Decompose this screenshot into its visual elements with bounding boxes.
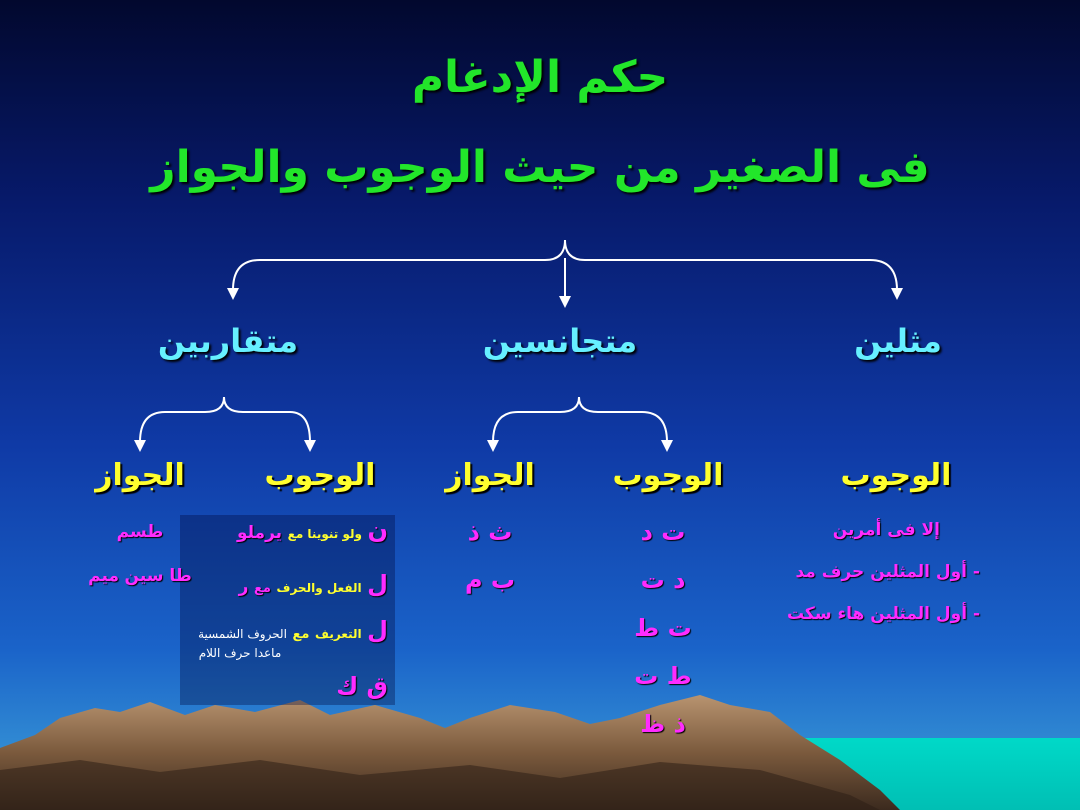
- category-mithlayn: مثلين: [854, 322, 942, 360]
- tajanus-wujub-pair-2: د ت: [640, 566, 686, 594]
- row1-word: يرملو: [236, 523, 283, 543]
- title-line2: فى الصغير من حيث الوجوب والجواز: [150, 142, 930, 193]
- item2-b: ميم: [88, 566, 119, 586]
- taqarub-wujub-heading: الوجوب: [264, 458, 376, 493]
- row3-mid: مع: [292, 627, 310, 642]
- arrow-tajanus-jawaz: [487, 440, 499, 452]
- category-mutajanisayn: متجانسين: [482, 322, 638, 360]
- mithlayn-except: إلا فى أمرين: [832, 520, 940, 540]
- taqarub-wujub-row-2: ل الفعل والحرف مع ر: [200, 570, 388, 598]
- row1-letter: ن: [367, 516, 388, 544]
- note-shade: [180, 515, 395, 705]
- arrow-tajanus-wujub: [661, 440, 673, 452]
- top-bracket: [232, 239, 898, 291]
- tajanus-wujub-heading: الوجوب: [612, 458, 724, 493]
- taqarub-wujub-row-1: ن ولو تنوينا مع يرملو: [200, 516, 388, 544]
- row3-note1: الحروف الشمسية: [198, 627, 287, 641]
- row3-pre: التعريف: [315, 627, 362, 641]
- mithlayn-item-1: - أول المثلين حرف مد: [795, 562, 980, 582]
- arrow-taqarub-jawaz: [134, 440, 146, 452]
- title-line1: حكم الإدغام: [411, 52, 669, 103]
- arrow-taqarub-wujub: [304, 440, 316, 452]
- taqarub-wujub-row-3: ل التعريف مع الحروف الشمسية: [185, 616, 388, 644]
- arrow-mutaqaribayn: [227, 288, 239, 300]
- row2-letter: ل: [367, 570, 388, 598]
- left-bracket: [139, 396, 311, 443]
- taqarub-jawaz-item-2: طا سين ميم: [60, 566, 220, 586]
- row2-mid: مع: [254, 581, 271, 596]
- taqarub-jawaz-item-1: طسم: [116, 522, 164, 542]
- mithlayn-item-2: - أول المثلين هاء سكت: [786, 604, 980, 624]
- row3-letter: ل: [367, 616, 388, 644]
- row2-word: ر: [238, 577, 249, 597]
- taqarub-wujub-row-4: ق ك: [336, 672, 388, 700]
- row3-note2: ماعدا حرف اللام: [198, 646, 282, 660]
- arrow-mutajanisayn: [559, 296, 571, 308]
- arrow-mithlayn: [891, 288, 903, 300]
- middle-bracket: [492, 396, 668, 443]
- category-mutaqaribayn: متقاربين: [157, 322, 299, 360]
- tajanus-wujub-pair-1: ت د: [640, 518, 686, 546]
- row2-pre: الفعل والحرف: [276, 581, 362, 595]
- tajanus-jawaz-pair-2: ب م: [464, 566, 516, 594]
- taqarub-jawaz-heading: الجواز: [95, 458, 185, 493]
- item2-a: طا سين: [124, 566, 192, 586]
- tajanus-wujub-pair-5: ذ ظ: [640, 710, 686, 738]
- mountain-shadow: [0, 760, 880, 810]
- row1-pre: ولو تنوينا مع: [287, 527, 362, 541]
- tajanus-wujub-pair-4: ط ت: [634, 662, 692, 690]
- tajanus-wujub-pair-3: ت ط: [634, 614, 692, 642]
- tajanus-jawaz-pair-1: ث ذ: [467, 518, 513, 546]
- tajanus-jawaz-heading: الجواز: [445, 458, 535, 493]
- mithlayn-wujub-heading: الوجوب: [840, 458, 952, 493]
